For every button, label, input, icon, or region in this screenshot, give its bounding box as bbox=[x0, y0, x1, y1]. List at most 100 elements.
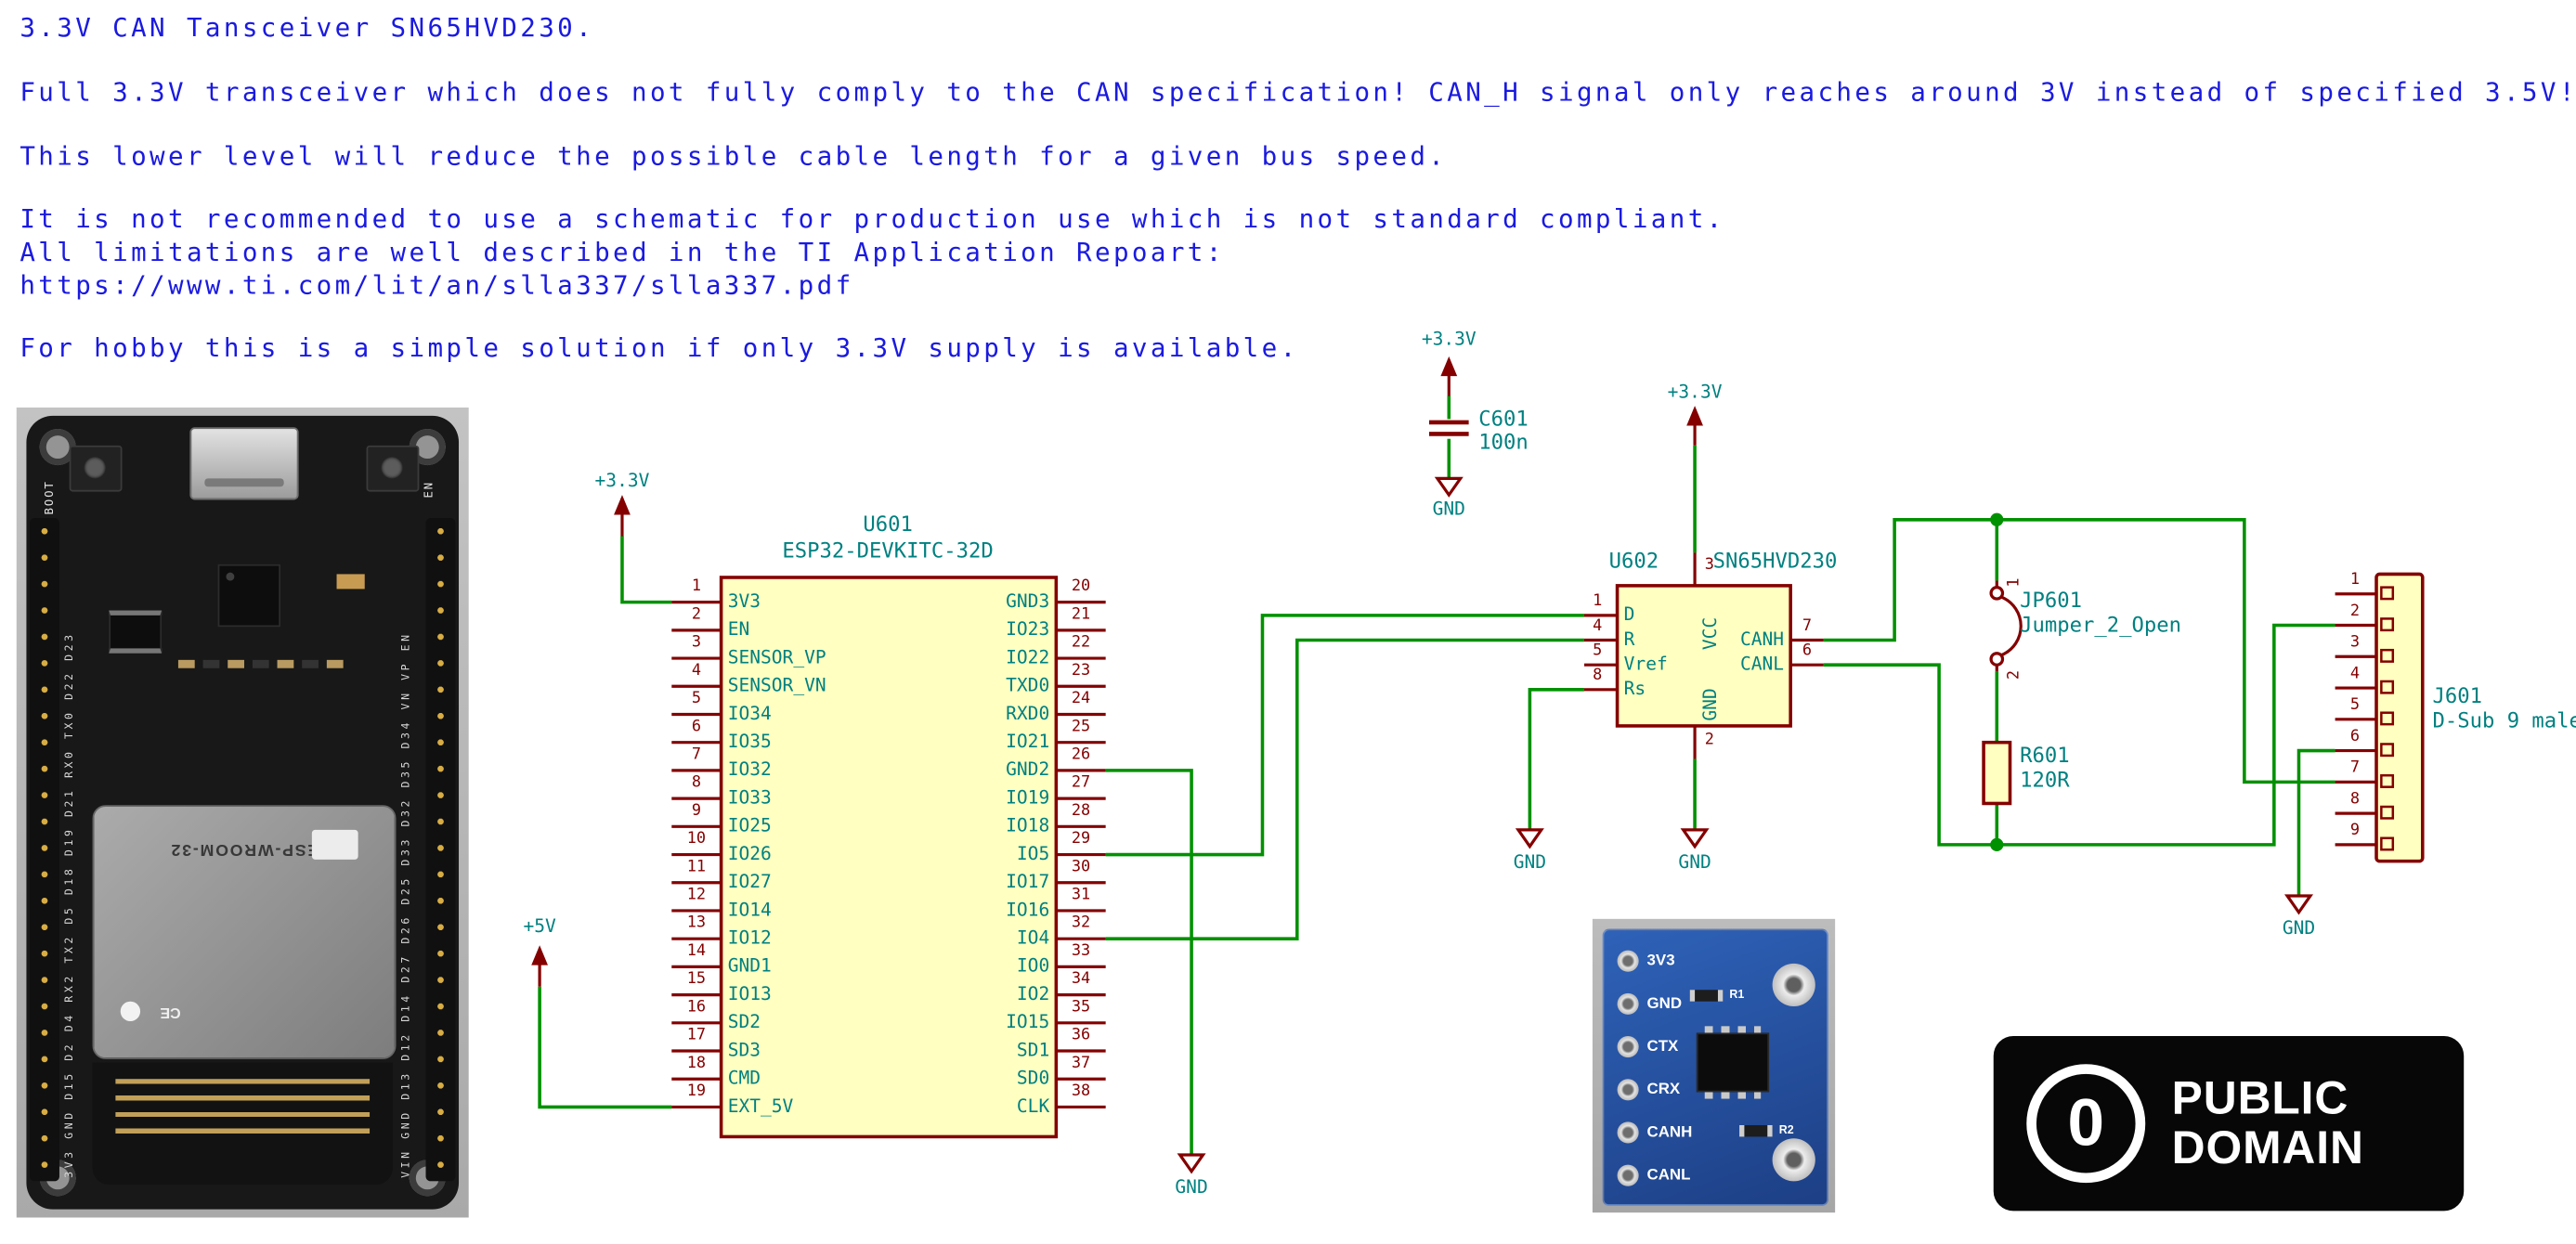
pin-number: 8 bbox=[1593, 666, 1603, 685]
esp32-wroom-module: ESP-WROOM-32 CE bbox=[92, 805, 397, 1059]
pin-name: EN bbox=[727, 618, 750, 641]
jumper-pin bbox=[1989, 586, 2005, 601]
can-pin-label: CRX bbox=[1646, 1081, 1681, 1099]
u601-ref: U601 bbox=[863, 511, 913, 537]
button-cap bbox=[84, 457, 106, 479]
pin-number: 16 bbox=[686, 998, 707, 1017]
pin-number: 10 bbox=[686, 829, 707, 849]
r601-value: 120R bbox=[2020, 767, 2070, 793]
pin-name: 3V3 bbox=[727, 590, 761, 613]
u602-body bbox=[1615, 584, 1792, 728]
pin-number: 14 bbox=[686, 941, 707, 961]
gnd-label: GND bbox=[1513, 850, 1547, 874]
pin-name: GND2 bbox=[1006, 758, 1050, 781]
pin-name: IO27 bbox=[727, 871, 772, 893]
pin-number: 3 bbox=[691, 633, 702, 652]
pin-name: SD0 bbox=[1016, 1067, 1050, 1089]
pin-name: RXD0 bbox=[1006, 703, 1050, 725]
pin-number: 6 bbox=[2349, 727, 2361, 746]
pin-name: SD3 bbox=[727, 1039, 761, 1061]
symbols bbox=[719, 420, 2425, 1139]
dsub-pin-pad bbox=[2380, 586, 2395, 601]
power-label-3v3: +3.3V bbox=[1667, 381, 1723, 403]
dsub-pin-pad bbox=[2380, 805, 2395, 820]
antenna-area bbox=[92, 1062, 393, 1185]
antenna-meander bbox=[115, 1079, 371, 1139]
pin-number: 11 bbox=[686, 858, 707, 876]
r1-label: R1 bbox=[1729, 990, 1745, 1002]
power-label-3v3: +3.3V bbox=[1421, 328, 1477, 350]
dsub-pin-pad bbox=[2380, 836, 2395, 851]
jumper-pin bbox=[1989, 652, 2005, 667]
can-pin-label: CANH bbox=[1646, 1123, 1693, 1142]
pin-number: 32 bbox=[1071, 914, 1091, 933]
c601-value: 100n bbox=[1478, 429, 1529, 454]
note-line: It is not recommended to use a schematic… bbox=[20, 204, 1725, 235]
pin-number: 1 bbox=[2349, 570, 2361, 590]
pin-name: CANL bbox=[1739, 653, 1785, 675]
pin-name: IO23 bbox=[1006, 618, 1050, 641]
pin-name: IO34 bbox=[727, 703, 772, 725]
gnd-symbol bbox=[1515, 828, 1544, 849]
regulator-chip bbox=[109, 610, 163, 654]
pin-name: TXD0 bbox=[1006, 674, 1050, 696]
pin-number: 4 bbox=[2349, 665, 2361, 683]
pin-number: 2 bbox=[2349, 602, 2361, 621]
pin-name: IO16 bbox=[1006, 899, 1050, 921]
pin-number: 6 bbox=[1802, 641, 1813, 660]
pin-name: IO26 bbox=[727, 843, 772, 865]
capacitor-plates bbox=[1428, 420, 1469, 436]
mount-pad bbox=[1772, 1138, 1815, 1182]
pin-name: IO13 bbox=[727, 983, 772, 1005]
pin-name: IO19 bbox=[1006, 786, 1050, 809]
pin-name: IO21 bbox=[1006, 731, 1050, 753]
pin-name: IO22 bbox=[1006, 646, 1050, 668]
boot-button-photo bbox=[69, 445, 123, 492]
can-pin-label: CANL bbox=[1646, 1166, 1691, 1185]
pin-name: CMD bbox=[727, 1067, 761, 1089]
pin-number: 12 bbox=[686, 886, 707, 904]
pd-zero-icon: 0 bbox=[2026, 1064, 2146, 1184]
can-breakout-photo: 3V3 GND CTX CRX CANH CANL R1 R2 bbox=[1592, 918, 1836, 1213]
pin-number: 35 bbox=[1071, 998, 1091, 1017]
gnd-label: GND bbox=[1678, 850, 1711, 874]
pin-name: Rs bbox=[1623, 678, 1646, 700]
pin-name: GND3 bbox=[1006, 590, 1050, 613]
u602-value: SN65HVD230 bbox=[1712, 547, 1838, 573]
wires bbox=[538, 395, 2335, 1155]
note-line: Full 3.3V transceiver which does not ful… bbox=[20, 77, 2576, 108]
jumper-arc bbox=[2000, 595, 2023, 656]
can-pin-label: 3V3 bbox=[1646, 952, 1675, 970]
pin-number: 2 bbox=[691, 605, 702, 624]
dsub-pin-pad bbox=[2380, 773, 2395, 788]
dsub-pin-pad bbox=[2380, 680, 2395, 694]
pin-number: 13 bbox=[686, 914, 707, 933]
pin-name: IO2 bbox=[1016, 983, 1050, 1005]
pin-number: 19 bbox=[686, 1082, 707, 1101]
pin-number: 4 bbox=[1593, 616, 1603, 636]
pin-number: 7 bbox=[691, 745, 702, 764]
plated-hole bbox=[1617, 1121, 1639, 1144]
pin-name: IO15 bbox=[1006, 1011, 1050, 1033]
esp32-devkit-photo: BOOT EN 3V3 GND D15 D2 D4 RX2 TX2 D5 D18… bbox=[16, 407, 469, 1218]
pin-number: 1 bbox=[1593, 591, 1603, 611]
sn65hvd230-chip bbox=[1696, 1026, 1770, 1099]
can-pin-label: GND bbox=[1646, 994, 1683, 1014]
pin-number: 25 bbox=[1071, 718, 1091, 736]
smd-resistor bbox=[1689, 990, 1724, 1002]
public-domain-badge: 0 PUBLIC DOMAIN bbox=[1993, 1036, 2465, 1212]
pin-number: 9 bbox=[691, 801, 702, 821]
pin-name: IO25 bbox=[727, 814, 772, 836]
c601-ref: C601 bbox=[1478, 406, 1529, 431]
micro-usb-connector bbox=[189, 427, 299, 500]
pd-line2: DOMAIN bbox=[2171, 1121, 2364, 1173]
pin-number: 27 bbox=[1071, 773, 1091, 793]
pin-name: IO18 bbox=[1006, 814, 1050, 836]
module-logo bbox=[120, 1001, 141, 1022]
jp601-ref: JP601 bbox=[2020, 587, 2083, 613]
note-url: https://www.ti.com/lit/an/slla337/slla33… bbox=[20, 270, 854, 301]
pin-number: 28 bbox=[1071, 801, 1091, 821]
pd-zero: 0 bbox=[2067, 1087, 2105, 1160]
